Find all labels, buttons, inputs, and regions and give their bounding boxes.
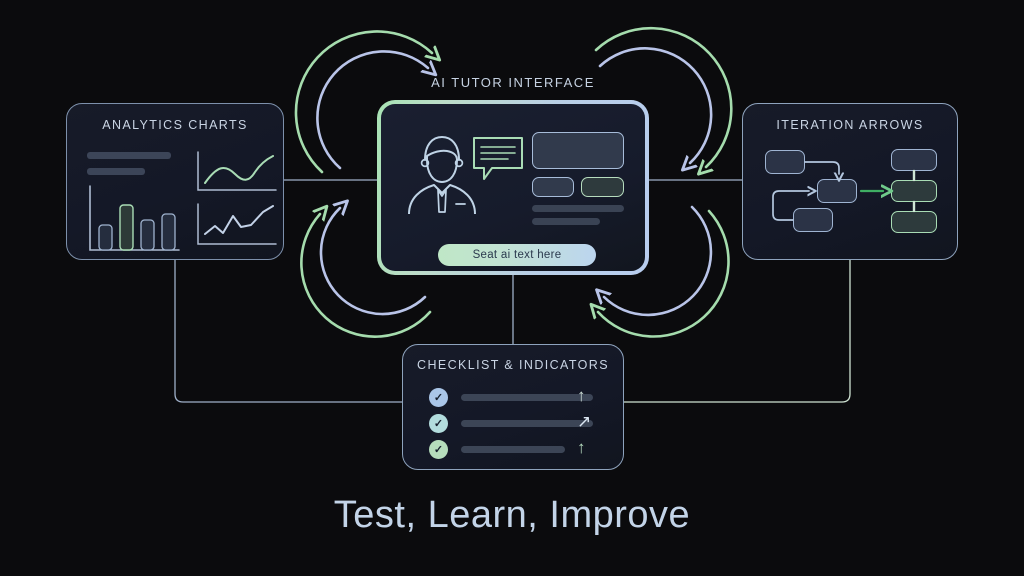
placeholder-bar [87,168,145,175]
indicator-arrow-up-green: ↑ [577,438,586,457]
panel-checklist-indicators[interactable]: CHECKLIST & INDICATORS ✓ ✓ ✓ ↑ ↗ ↑ [402,344,624,470]
check-icon[interactable]: ✓ [429,439,448,459]
page-caption: Test, Learn, Improve [333,494,691,536]
content-box-small-right[interactable] [581,177,624,197]
flow-node-top-left[interactable] [765,150,805,174]
panel-checklist-title: CHECKLIST & INDICATORS [417,358,609,372]
flow-node-bottom-left[interactable] [793,208,833,232]
checklist-bar [461,393,593,401]
checklist-bar [461,445,565,453]
analytics-body [87,150,277,251]
panel-analytics-charts[interactable]: ANALYTICS CHARTS [66,103,284,260]
mini-bar-chart [89,185,180,251]
check-icon[interactable]: ✓ [429,413,448,433]
content-text-bar [532,205,624,212]
indicator-arrow-up-right: ↗ [577,412,592,431]
panel-tutor-title: AI TUTOR INTERFACE [431,75,595,90]
checklist-bar [461,419,593,427]
connector-line-green [623,259,851,403]
tutor-inner-surface: Seat ai text here [381,104,645,271]
mini-line-chart-bottom [197,203,277,245]
checklist-row[interactable]: ✓ [429,413,601,433]
check-icon[interactable]: ✓ [429,387,448,407]
panel-analytics-title: ANALYTICS CHARTS [102,118,248,132]
panel-iteration-arrows[interactable]: ITERATION ARROWS [742,103,958,260]
panel-ai-tutor-interface[interactable]: Seat ai text here [377,100,649,275]
speech-bubble-icon [473,137,523,180]
checklist-row[interactable]: ✓ [429,387,601,407]
content-box-large[interactable] [532,132,624,169]
checklist-row[interactable]: ✓ [429,439,601,459]
indicator-arrow-up: ↑ [577,386,586,405]
content-box-small-left[interactable] [532,177,574,197]
mini-line-chart-top [197,151,277,191]
content-text-bar [532,218,600,225]
person-icon [408,135,476,215]
tutor-cta-button[interactable]: Seat ai text here [438,244,596,266]
panel-iteration-title: ITERATION ARROWS [776,118,924,132]
placeholder-bar [87,152,171,159]
flow-node-center[interactable] [817,179,857,203]
iteration-internal-arrows [772,161,916,221]
